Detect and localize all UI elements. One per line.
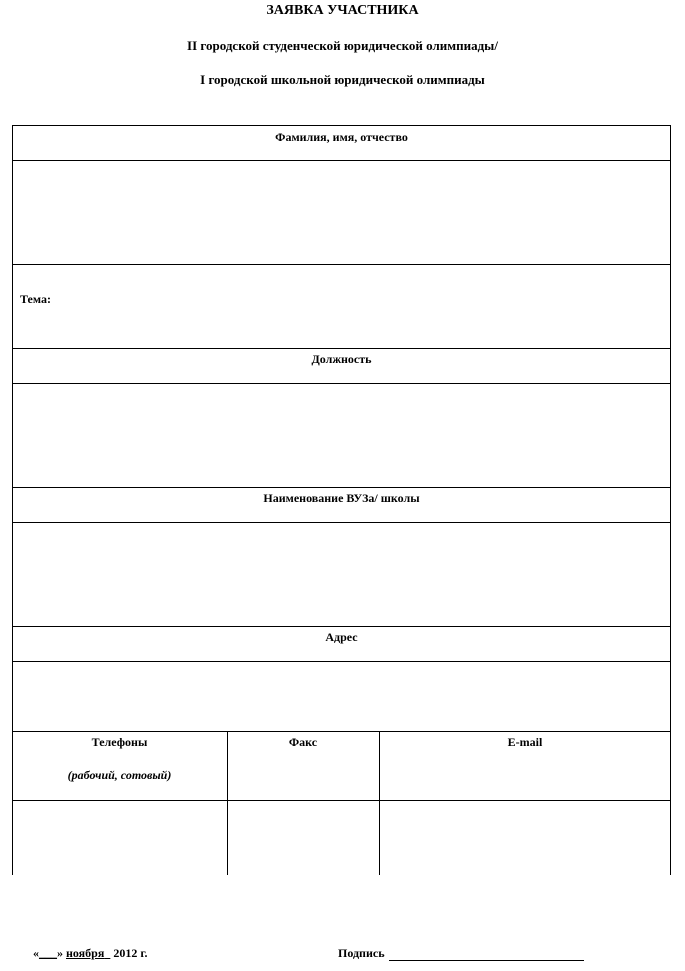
email-label: E-mail [507,735,543,749]
fio-label: Фамилия, имя, отчество [275,130,408,144]
form-subtitle-line-1: II городской студенческой юридической ол… [187,38,498,53]
email-field[interactable] [380,801,670,875]
signature-line: Подпись [338,946,584,961]
signature-field[interactable] [388,948,584,961]
phones-label: Телефоны [91,735,148,749]
table-rule [12,383,671,384]
table-rule [12,661,671,662]
table-rule [12,264,671,265]
table-rule [12,731,671,732]
position-label: Должность [311,352,372,366]
fax-label: Факс [288,735,318,749]
phones-note: (рабочий, сотовый) [67,768,172,782]
address-field[interactable] [13,662,670,730]
date-year: 2012 г. [113,946,148,960]
table-rule [12,348,671,349]
fio-field[interactable] [13,161,670,263]
table-rule [12,160,671,161]
date-month: ноября [66,946,105,960]
table-rule [12,487,671,488]
form-title: ЗАЯВКА УЧАСТНИКА [266,3,419,18]
table-rule [12,522,671,523]
institution-field[interactable] [13,523,670,625]
date-day-blank[interactable]: ___ [39,946,57,960]
date-line: «___» ноября 2012 г. [33,946,147,961]
address-label: Адрес [325,630,358,644]
date-quote-close: » [57,946,63,960]
fax-field[interactable] [228,801,378,875]
application-form-table [12,125,671,875]
position-field[interactable] [13,384,670,486]
signature-label: Подпись [338,946,385,960]
institution-label: Наименование ВУЗа/ школы [263,491,420,505]
phones-field[interactable] [13,801,226,875]
table-rule [12,800,671,801]
table-rule [12,626,671,627]
column-divider [227,731,228,875]
form-subtitle-line-2: I городской школьной юридической олимпиа… [200,72,485,87]
date-quote-open: « [33,946,39,960]
topic-field[interactable] [60,265,670,347]
topic-label: Тема: [20,292,51,306]
column-divider [379,731,380,875]
